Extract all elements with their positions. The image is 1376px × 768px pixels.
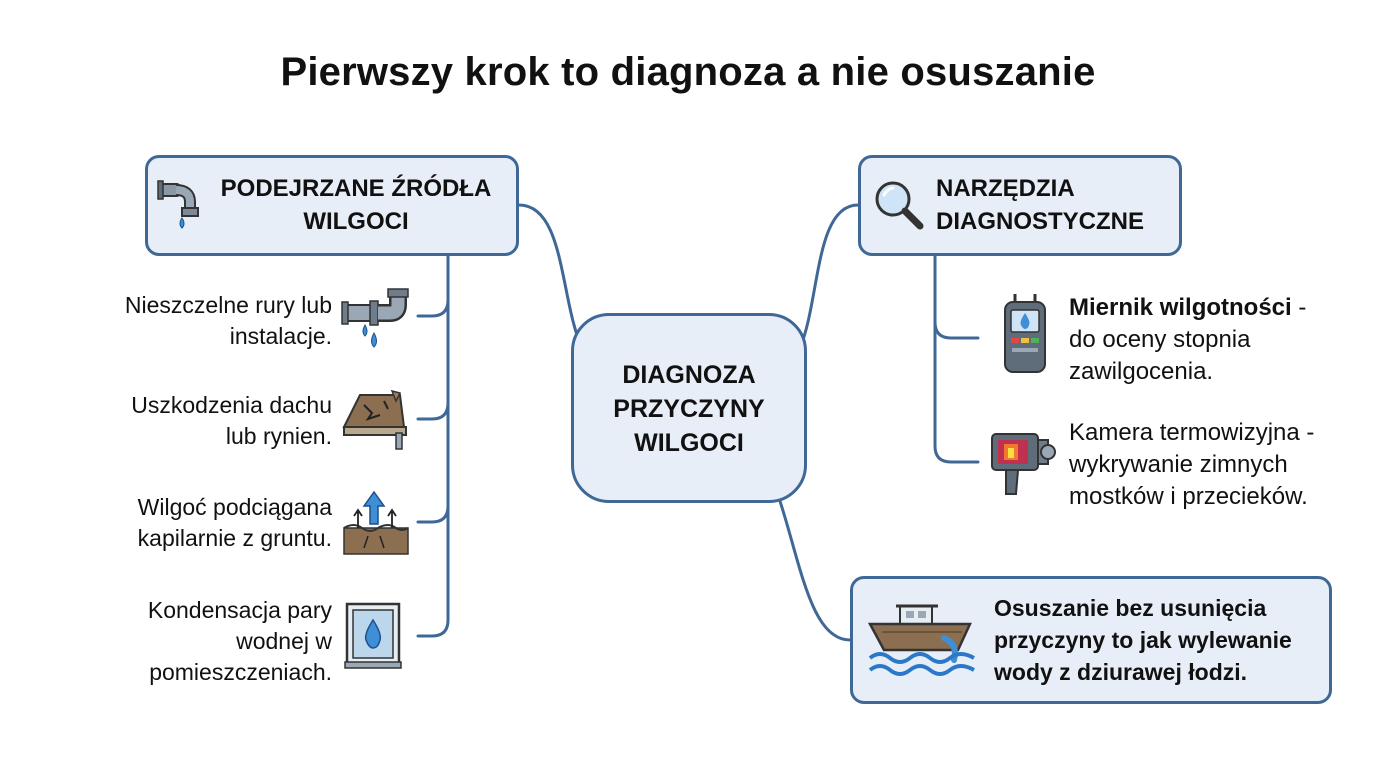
connector-sources-item-2 xyxy=(416,401,450,421)
rising-damp-icon xyxy=(343,490,409,555)
connector-tools-item-1 xyxy=(933,320,980,340)
source-item-roof: Uszkodzenia dachu lub rynien. xyxy=(60,390,332,452)
sources-heading-box xyxy=(145,155,519,256)
source-item-roof-line1: Uszkodzenia dachu xyxy=(131,392,332,418)
leaking-pipe-icon xyxy=(341,288,409,348)
thermal-camera-icon xyxy=(991,433,1056,495)
center-line2: PRZYCZYNY xyxy=(613,395,765,423)
connector-center-to-warning xyxy=(776,493,852,642)
source-item-rising-damp: Wilgoć podciągana kapilarnie z gruntu. xyxy=(60,492,332,554)
warning-line2: przyczyny to jak wylewanie xyxy=(994,627,1292,653)
tool-item-moisture-meter-line2: do oceny stopnia xyxy=(1069,326,1251,353)
connector-tools-trunk xyxy=(933,254,980,464)
source-item-pipes: Nieszczelne rury lub instalacje. xyxy=(60,290,332,352)
condensation-window-icon xyxy=(344,602,402,669)
tool-item-moisture-meter-suffix: - xyxy=(1291,294,1307,321)
source-item-condensation: Kondensacja pary wodnej w pomieszczeniac… xyxy=(60,595,332,688)
tools-heading-line1: NARZĘDZIA xyxy=(936,175,1075,202)
tool-item-moisture-meter: Miernik wilgotności - do oceny stopnia z… xyxy=(1069,292,1369,388)
center-line1: DIAGNOZA xyxy=(622,361,756,389)
connector-sources-item-1 xyxy=(416,298,450,318)
tool-item-thermal-camera-line3: mostków i przecieków. xyxy=(1069,483,1308,510)
sources-heading: PODEJRZANE ŹRÓDŁA WILGOCI xyxy=(206,172,506,238)
leaking-boat-icon xyxy=(867,604,975,676)
tools-heading: NARZĘDZIA DIAGNOSTYCZNE xyxy=(936,172,1176,238)
warning-text: Osuszanie bez usunięcia przyczyny to jak… xyxy=(994,592,1324,688)
connector-center-to-tools xyxy=(798,203,860,350)
center-node-box xyxy=(571,313,807,503)
warning-line3: wody z dziurawej łodzi. xyxy=(994,659,1248,685)
source-item-condensation-line2: wodnej w xyxy=(236,628,332,654)
sources-heading-line2: WILGOCI xyxy=(303,208,409,235)
connector-sources-item-3 xyxy=(416,504,450,524)
sources-heading-line1: PODEJRZANE ŹRÓDŁA xyxy=(220,175,492,202)
page-title: Pierwszy krok to diagnoza a nie osuszani… xyxy=(280,50,1096,94)
source-item-rising-damp-line2: kapilarnie z gruntu. xyxy=(137,525,332,551)
tool-item-thermal-camera: Kamera termowizyjna - wykrywanie zimnych… xyxy=(1069,417,1369,513)
connector-center-to-sources xyxy=(517,203,584,350)
source-item-pipes-line2: instalacje. xyxy=(229,323,332,349)
warning-line1: Osuszanie bez usunięcia xyxy=(994,595,1267,621)
leaking-pipe-icon xyxy=(157,180,199,229)
connector-sources-trunk xyxy=(416,254,450,638)
moisture-meter-icon xyxy=(1004,294,1046,373)
source-item-condensation-line3: pomieszczeniach. xyxy=(149,659,332,685)
source-item-roof-line2: lub rynien. xyxy=(225,423,332,449)
source-item-pipes-line1: Nieszczelne rury lub xyxy=(124,292,332,318)
tools-heading-line2: DIAGNOSTYCZNE xyxy=(936,208,1145,235)
tool-item-moisture-meter-line3: zawilgocenia. xyxy=(1069,358,1214,385)
tool-item-thermal-camera-line2: wykrywanie zimnych xyxy=(1069,451,1288,478)
center-line3: WILGOCI xyxy=(634,429,744,457)
tool-item-moisture-meter-line1: Miernik wilgotności - xyxy=(1069,292,1369,324)
tools-heading-box xyxy=(858,155,1182,256)
source-item-condensation-line1: Kondensacja pary xyxy=(147,597,332,623)
magnifier-icon xyxy=(875,181,924,230)
source-item-rising-damp-line1: Wilgoć podciągana xyxy=(137,494,332,520)
tool-item-moisture-meter-bold: Miernik wilgotności xyxy=(1069,294,1292,321)
center-node-text: DIAGNOZA PRZYCZYNY WILGOCI xyxy=(571,358,807,460)
tool-item-thermal-camera-line1: Kamera termowizyjna - xyxy=(1069,419,1315,446)
damaged-roof-icon xyxy=(342,389,407,450)
